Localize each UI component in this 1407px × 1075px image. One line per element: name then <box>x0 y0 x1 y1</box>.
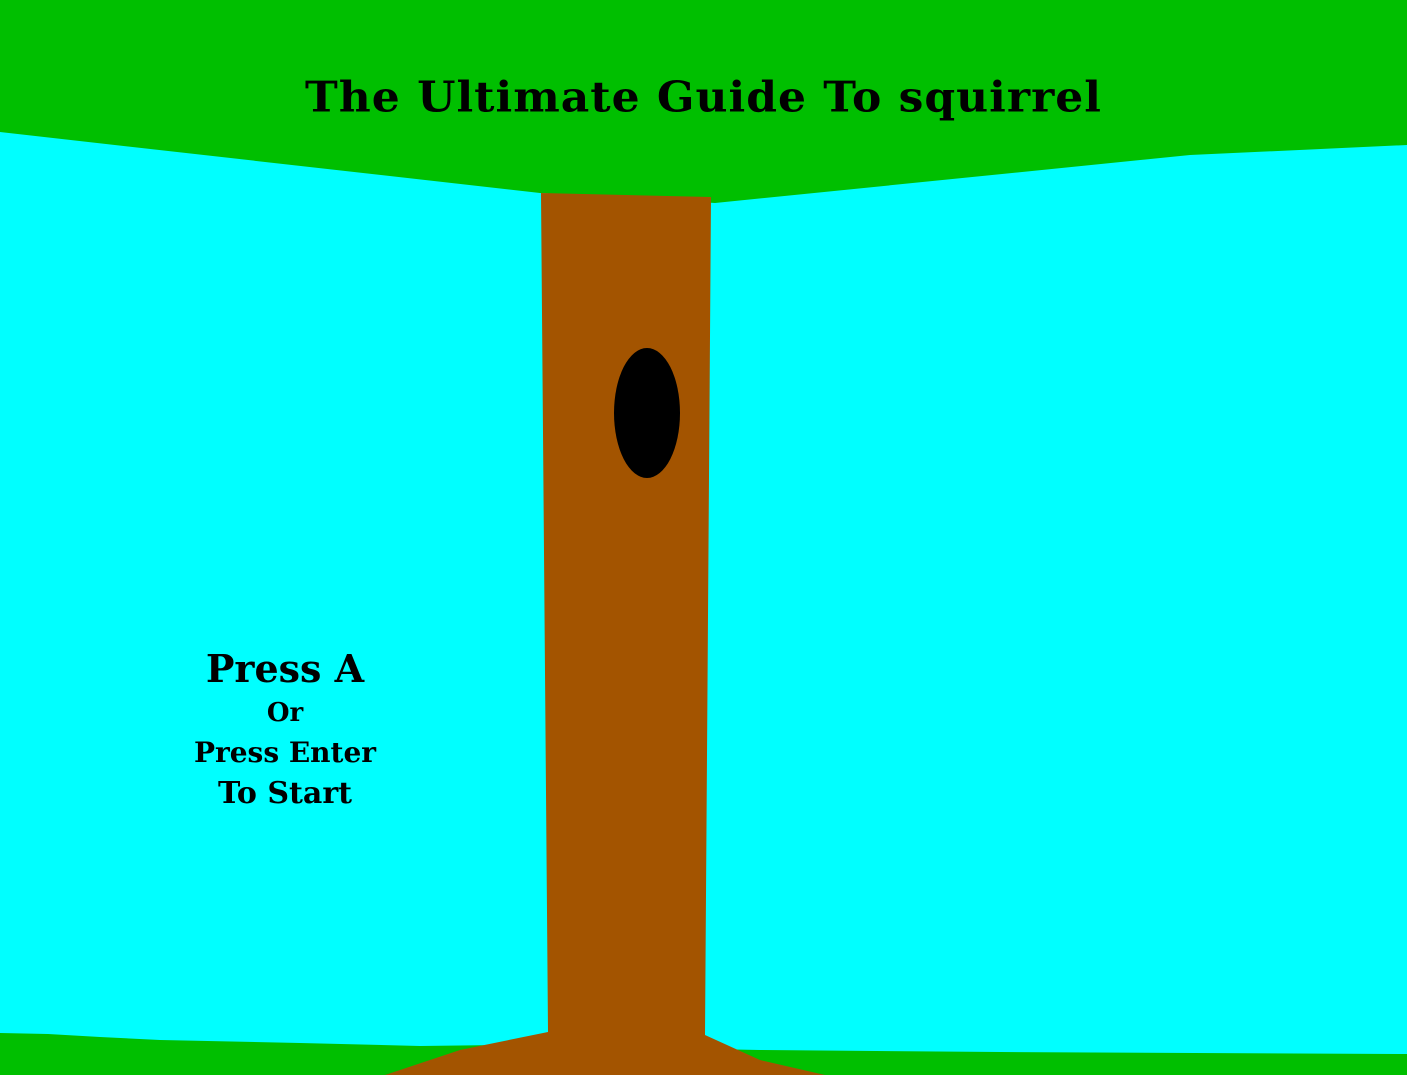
start-prompt-press-a: Press A <box>205 646 365 691</box>
start-prompt-or: Or <box>266 698 304 728</box>
game-title: The Ultimate Guide To squirrel <box>305 73 1102 122</box>
tree-trunk <box>385 193 825 1075</box>
start-prompt-press-enter: Press Enter <box>193 736 377 769</box>
tree-canopy <box>0 0 1407 203</box>
tree-hole <box>614 348 680 478</box>
start-prompt-to-start: To Start <box>218 776 352 811</box>
